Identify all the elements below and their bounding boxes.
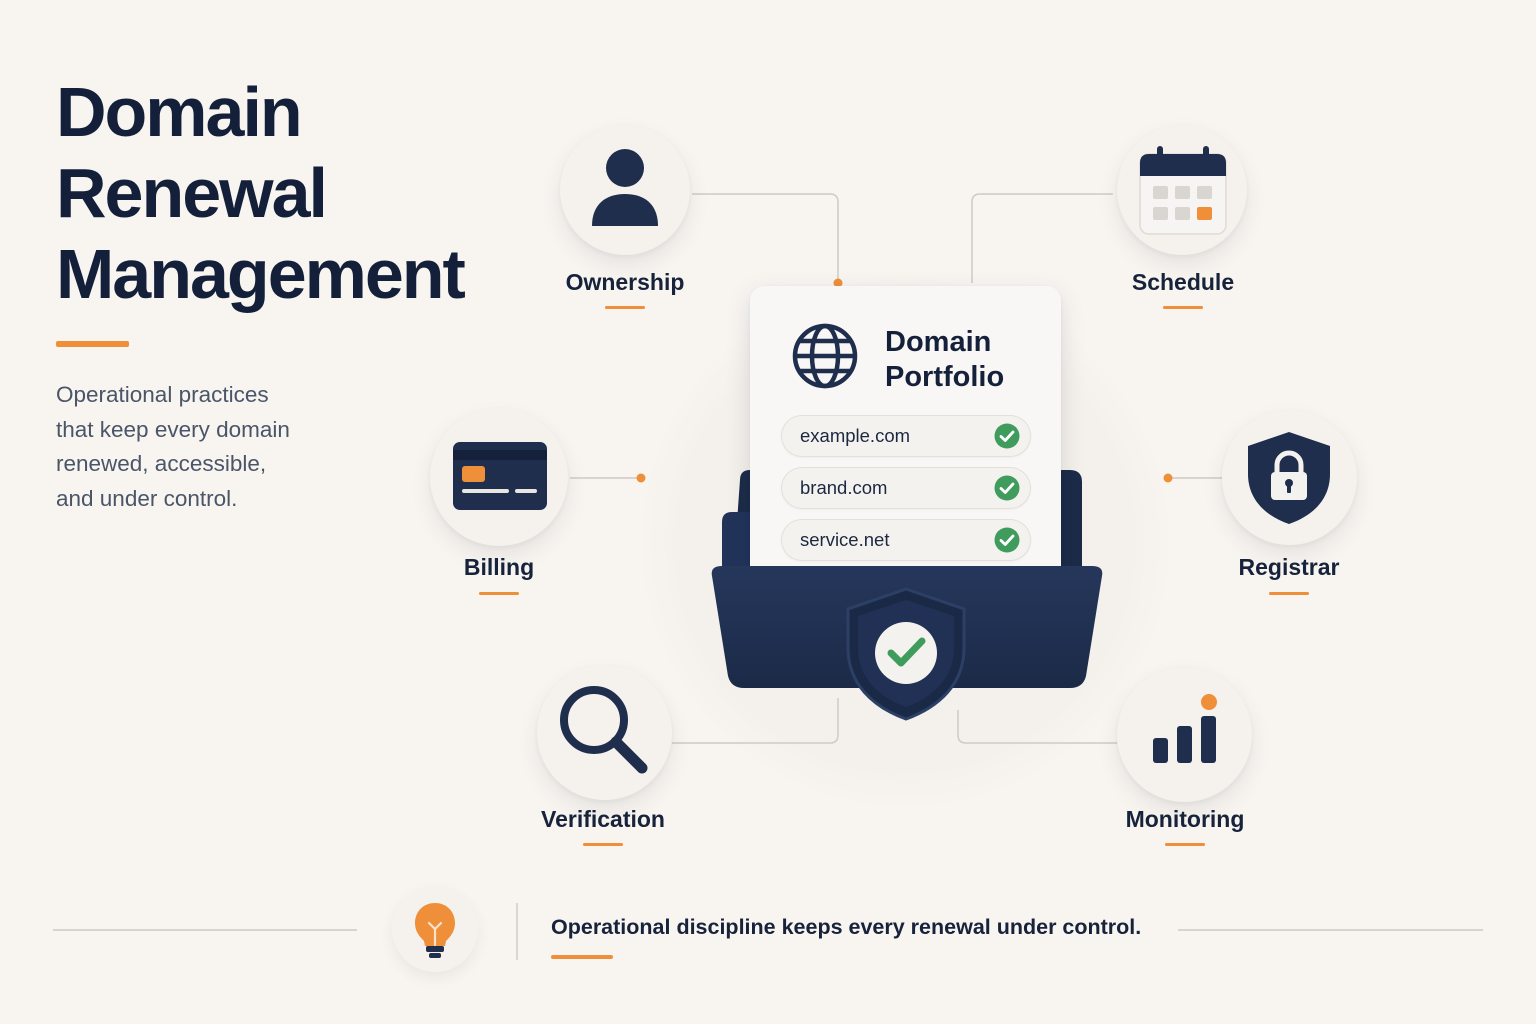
connector-dot-ownership — [833, 278, 843, 288]
verification-halo — [537, 665, 672, 800]
title-line-1: Domain — [56, 73, 303, 151]
calendar-icon — [1139, 146, 1227, 235]
shield-check-badge-icon — [846, 587, 966, 721]
domain-row[interactable]: brand.com — [781, 467, 1031, 509]
node-bar-registrar — [1269, 592, 1309, 595]
globe-icon — [792, 323, 858, 389]
magnifier-icon — [560, 686, 648, 774]
connector-dot-billing — [636, 473, 646, 483]
subtitle-line-3: renewed, accessible, — [56, 451, 267, 476]
card-title-line-2: Portfolio — [885, 361, 1005, 393]
node-bar-ownership — [605, 306, 645, 309]
node-label-schedule: Schedule — [1131, 269, 1235, 295]
node-label-verification: Verification — [541, 806, 665, 832]
node-bar-monitoring — [1165, 843, 1205, 846]
node-label-monitoring: Monitoring — [1125, 806, 1245, 832]
title-accent-bar — [56, 341, 129, 347]
node-bar-billing — [479, 592, 519, 595]
check-circle-icon — [994, 475, 1020, 501]
subtitle-line-1: Operational practices — [56, 382, 269, 407]
connector-schedule — [971, 193, 1113, 283]
ownership-halo — [560, 125, 690, 255]
domain-name: service.net — [800, 529, 890, 550]
node-label-billing: Billing — [463, 554, 535, 580]
footer-tagline: Operational discipline keeps every renew… — [551, 915, 1142, 939]
title-line-2: Renewal — [56, 154, 328, 232]
footer-accent-bar — [551, 955, 613, 959]
bar-chart-icon — [1153, 694, 1217, 763]
card-title-line-1: Domain — [885, 326, 992, 358]
node-bar-schedule — [1163, 306, 1203, 309]
connector-ownership — [692, 193, 839, 283]
node-label-registrar: Registrar — [1238, 554, 1340, 580]
shield-lock-icon — [1248, 432, 1330, 524]
node-label-ownership: Ownership — [565, 269, 685, 295]
person-icon — [592, 149, 658, 226]
domain-row[interactable]: example.com — [781, 415, 1031, 457]
subtitle-line-4: and under control. — [56, 485, 238, 511]
node-bar-verification — [583, 843, 623, 846]
lightbulb-icon — [415, 903, 455, 958]
check-circle-icon — [994, 527, 1020, 553]
page-subtitle: Operational practices that keep every do… — [56, 378, 356, 516]
connector-monitoring — [957, 710, 1117, 744]
subtitle-line-2: that keep every domain — [56, 416, 290, 442]
page-title: Domain Renewal Management — [56, 72, 466, 315]
check-circle-icon — [994, 423, 1020, 449]
card-title: Domain Portfolio — [885, 325, 1004, 395]
connector-verification — [672, 698, 839, 744]
title-line-3: Management — [56, 235, 466, 313]
domain-row[interactable]: service.net — [781, 519, 1031, 561]
credit-card-icon — [453, 442, 547, 510]
domain-name: brand.com — [800, 477, 888, 498]
domain-name: example.com — [800, 425, 911, 446]
connector-dot-registrar — [1163, 473, 1173, 483]
